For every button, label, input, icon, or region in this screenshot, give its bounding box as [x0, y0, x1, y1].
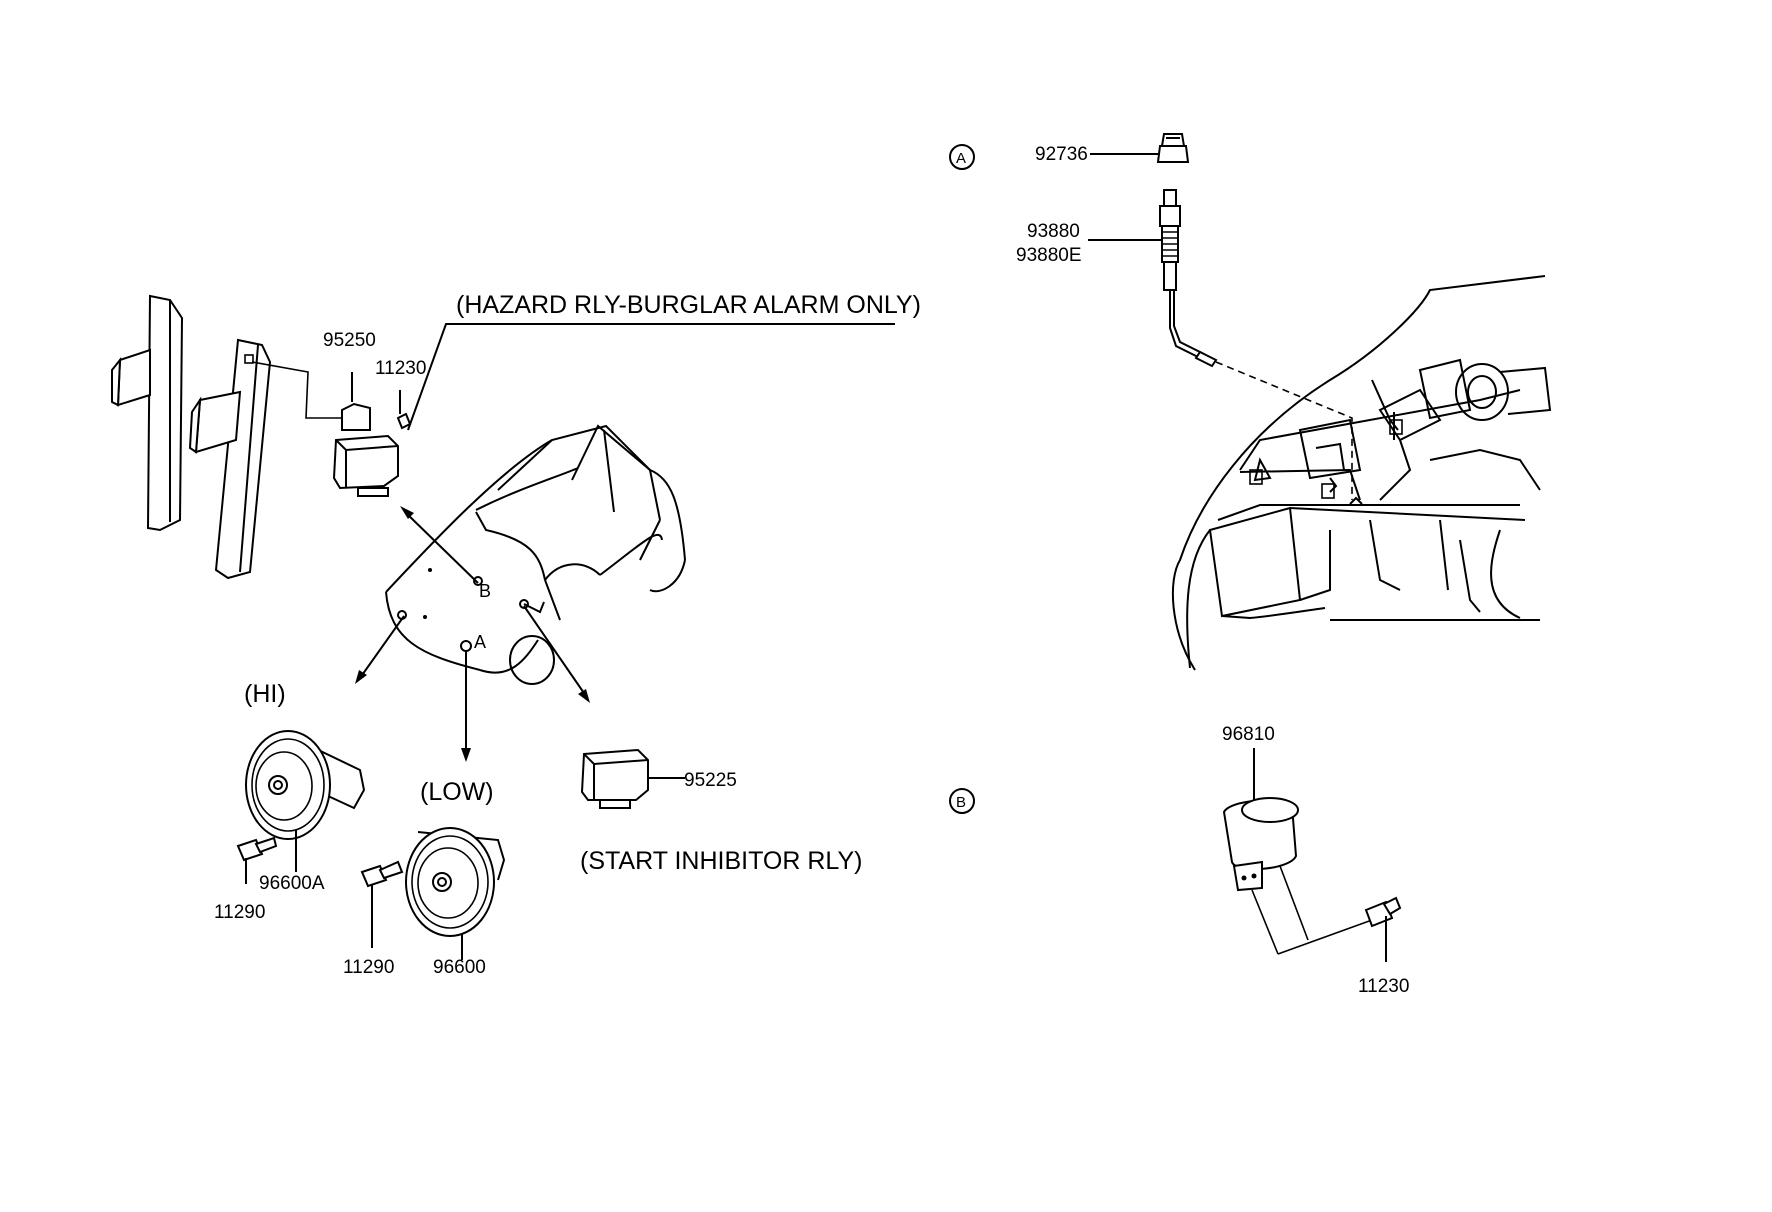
- engine-bay-view: [1171, 275, 1552, 671]
- horn-low-96600: [360, 827, 506, 960]
- switch-93880: [1088, 189, 1218, 368]
- callout-11290-low: 11290: [343, 957, 394, 978]
- callout-93880: 93880: [1027, 221, 1080, 242]
- section-b-letter: B: [956, 794, 966, 811]
- callout-95225: 95225: [684, 770, 737, 791]
- horn-hi-96600a: [236, 730, 366, 884]
- callout-95250: 95250: [323, 330, 376, 351]
- arrows-from-car: [355, 506, 590, 762]
- hazard-note: (HAZARD RLY-BURGLAR ALARM ONLY): [456, 291, 921, 319]
- bolt-11230: [1364, 896, 1402, 962]
- section-a-letter: A: [956, 150, 966, 167]
- callout-11230-b: 11230: [1358, 976, 1409, 997]
- callout-11290-hi: 11290: [214, 902, 265, 923]
- install-dash-line: [1215, 361, 1353, 500]
- hi-label: (HI): [244, 680, 286, 708]
- callout-96810: 96810: [1222, 724, 1275, 745]
- hazard-relay-95250: [251, 361, 412, 497]
- car-front-view: [385, 424, 686, 685]
- callout-96600: 96600: [433, 957, 486, 978]
- car-marker-a: A: [474, 632, 486, 652]
- hazard-leader-line: [407, 323, 895, 431]
- section-a-marker: [949, 144, 975, 170]
- sensor-96810: [1222, 748, 1373, 955]
- start-inhibitor-note: (START INHIBITOR RLY): [580, 847, 862, 875]
- callout-92736: 92736: [1035, 144, 1088, 165]
- mounting-brackets: [111, 294, 272, 580]
- callout-96600a: 96600A: [259, 873, 325, 894]
- cap-92736: [1090, 133, 1190, 163]
- callout-11230-hazard: 11230: [375, 358, 426, 379]
- car-marker-b: B: [479, 581, 491, 601]
- callout-93880e: 93880E: [1016, 245, 1082, 266]
- section-b-marker: [949, 788, 975, 814]
- start-inhibitor-relay-95225: [580, 748, 685, 809]
- low-label: (LOW): [420, 778, 494, 806]
